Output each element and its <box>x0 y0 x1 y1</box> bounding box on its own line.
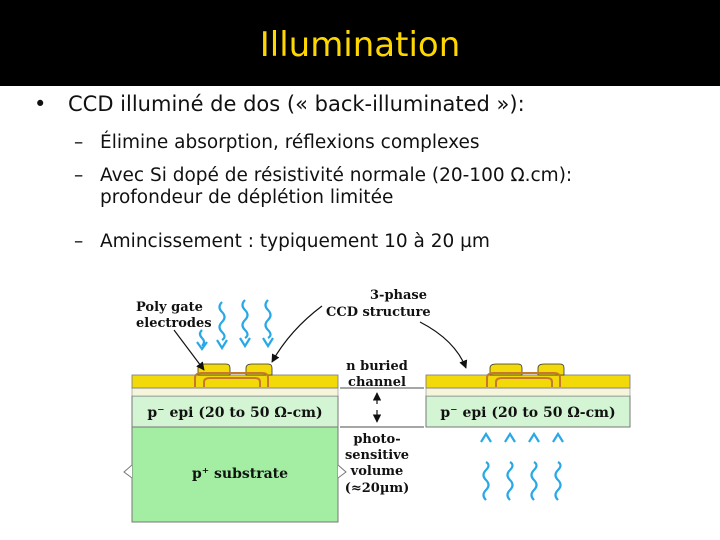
sub-bullet-text: Amincissement : typiquement 10 à 20 µm <box>100 231 490 252</box>
poly-gate-label-line1: Poly gate <box>136 300 203 315</box>
photosensitive-line4: (≈20µm) <box>345 481 410 496</box>
title-bar: Illumination <box>0 0 720 86</box>
epi-label-left: p⁻ epi (20 to 50 Ω-cm) <box>147 405 322 421</box>
photosensitive-label: photo- sensitive volume (≈20µm) <box>345 432 410 496</box>
ccd-structure-label-line2: CCD structure <box>326 305 431 320</box>
photons-bottom <box>480 431 564 501</box>
sub-bullet-text: Avec Si dopé de résistivité normale (20-… <box>100 165 573 186</box>
photon-arrowhead <box>528 431 540 443</box>
poly-gate-label: Poly gate electrodes <box>136 300 212 371</box>
bullet-main: • CCD illuminé de dos (« back-illuminated… <box>34 92 525 116</box>
front-illuminated-device: p⁻ epi (20 to 50 Ω-cm) p⁺ substrate <box>123 363 347 523</box>
poly-gate-pointer <box>173 329 205 371</box>
dash-symbol: – <box>74 132 84 153</box>
epi-layer-right <box>425 395 631 428</box>
bullet-main-text: CCD illuminé de dos (« back-illuminated … <box>68 92 525 116</box>
break-mark-right <box>337 464 347 479</box>
photosensitive-line2: sensitive <box>345 448 409 463</box>
photon-arrowhead <box>196 341 208 351</box>
dash-symbol: – <box>74 231 84 252</box>
photon-wave <box>241 299 249 339</box>
poly-gate-line-inner-right <box>495 377 553 387</box>
photon-wave <box>506 461 514 501</box>
break-mark-left <box>123 464 133 479</box>
poly-gate-line-inner <box>203 377 261 387</box>
buried-channel-line1: n buried <box>346 359 408 374</box>
sub-bullet-1: –Élimine absorption, réflexions complexe… <box>74 132 480 154</box>
depth-indicator <box>340 387 424 428</box>
buried-channel-label: n buried channel <box>346 359 408 390</box>
photosensitive-line1: photo- <box>353 432 400 447</box>
photon-arrowhead <box>239 337 251 349</box>
dash-symbol: – <box>74 165 84 186</box>
sub-bullet-3: –Amincissement : typiquement 10 à 20 µm <box>74 231 490 253</box>
buried-channel-line2: channel <box>348 375 406 390</box>
photon-wave <box>218 301 226 341</box>
gate-layer-right <box>425 374 631 389</box>
poly-gate-label-line2: electrodes <box>136 316 212 331</box>
ccd-structure-label: 3-phase CCD structure <box>271 288 468 369</box>
photon-arrowhead <box>552 431 564 443</box>
slide-title: Illumination <box>259 25 461 65</box>
photon-wave <box>530 461 538 501</box>
photon-arrowhead <box>504 431 516 443</box>
sub-bullet-continuation: profondeur de déplétion limitée <box>100 187 394 208</box>
photon-wave <box>264 299 272 339</box>
ccd-pointer-right <box>419 321 468 369</box>
ccd-structure-label-line1: 3-phase <box>370 288 427 303</box>
photons-top <box>196 299 274 351</box>
photon-wave <box>482 461 490 501</box>
epi-layer-left <box>131 395 339 428</box>
poly-gate-line-outer-right <box>486 372 561 387</box>
gate-layer-left <box>131 374 339 389</box>
oxide-layer-left <box>131 387 339 397</box>
poly-gate-line-outer <box>194 372 269 387</box>
bullet-symbol: • <box>34 92 47 116</box>
substrate-label: p⁺ substrate <box>192 466 288 482</box>
sub-bullet-text: Élimine absorption, réflexions complexes <box>100 132 480 153</box>
back-illuminated-device: p⁻ epi (20 to 50 Ω-cm) <box>425 363 631 428</box>
photon-arrowhead <box>216 339 228 351</box>
ccd-pointer-left <box>271 305 323 363</box>
epi-label-right: p⁻ epi (20 to 50 Ω-cm) <box>440 405 615 421</box>
photon-arrowhead <box>262 337 274 349</box>
oxide-layer-right <box>425 387 631 397</box>
photon-arrowhead <box>480 431 492 443</box>
sub-bullet-2: –Avec Si dopé de résistivité normale (20… <box>74 165 572 209</box>
photon-wave <box>198 329 206 347</box>
photon-wave <box>554 461 562 501</box>
photosensitive-line3: volume <box>350 464 404 479</box>
